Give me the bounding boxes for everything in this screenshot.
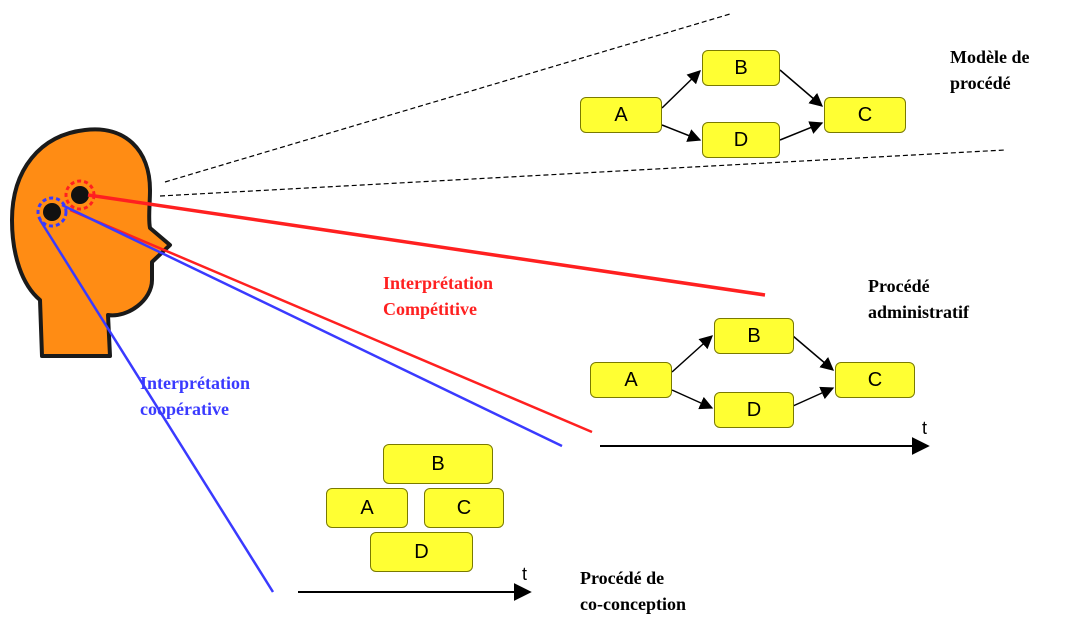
- admin-label-line1: Procédé: [868, 276, 930, 296]
- cooperative-label-line1: Interprétation: [140, 373, 250, 393]
- cooperative-label-line2: coopérative: [140, 399, 229, 419]
- admin-label: Procédé administratif: [868, 273, 969, 325]
- codesign-time-axis-label: t: [522, 564, 528, 584]
- competitive-label: Interprétation Compétitive: [383, 270, 493, 322]
- blue-gear-icon: [36, 196, 68, 228]
- competitive-label-line2: Compétitive: [383, 299, 477, 319]
- admin-box-b: B: [714, 318, 794, 354]
- cooperative-ray-lower: [38, 219, 275, 593]
- cooperative-ray-upper: [61, 203, 563, 448]
- competitive-ray-upper: [87, 193, 766, 297]
- model-label-line2: procédé: [950, 73, 1011, 93]
- codesign-label-line1: Procédé de: [580, 568, 665, 588]
- admin-box-d: D: [714, 392, 794, 428]
- codesign-box-a: A: [326, 488, 408, 528]
- model-label: Modèle de procédé: [950, 44, 1029, 96]
- codesign-box-c: C: [424, 488, 504, 528]
- model-box-b: B: [702, 50, 780, 86]
- competitive-label-line1: Interprétation: [383, 273, 493, 293]
- competitive-ray-lower: [69, 208, 593, 434]
- model-process-arrows: [661, 69, 824, 142]
- codesign-label-line2: co-conception: [580, 594, 686, 614]
- admin-label-line2: administratif: [868, 302, 969, 322]
- head-silhouette-icon: [10, 127, 172, 358]
- model-label-line1: Modèle de: [950, 47, 1030, 67]
- admin-box-a: A: [590, 362, 672, 398]
- admin-process-arrows: [671, 335, 835, 410]
- model-box-d: D: [702, 122, 780, 158]
- admin-box-c: C: [835, 362, 915, 398]
- codesign-box-b: B: [383, 444, 493, 484]
- codesign-box-d: D: [370, 532, 473, 572]
- view-cone-upper: [164, 13, 731, 183]
- view-cone-lower: [159, 149, 1006, 197]
- admin-time-axis-label: t: [922, 418, 928, 438]
- model-box-a: A: [580, 97, 662, 133]
- cooperative-label: Interprétation coopérative: [140, 370, 250, 422]
- codesign-label: Procédé de co-conception: [580, 565, 686, 617]
- model-box-c: C: [824, 97, 906, 133]
